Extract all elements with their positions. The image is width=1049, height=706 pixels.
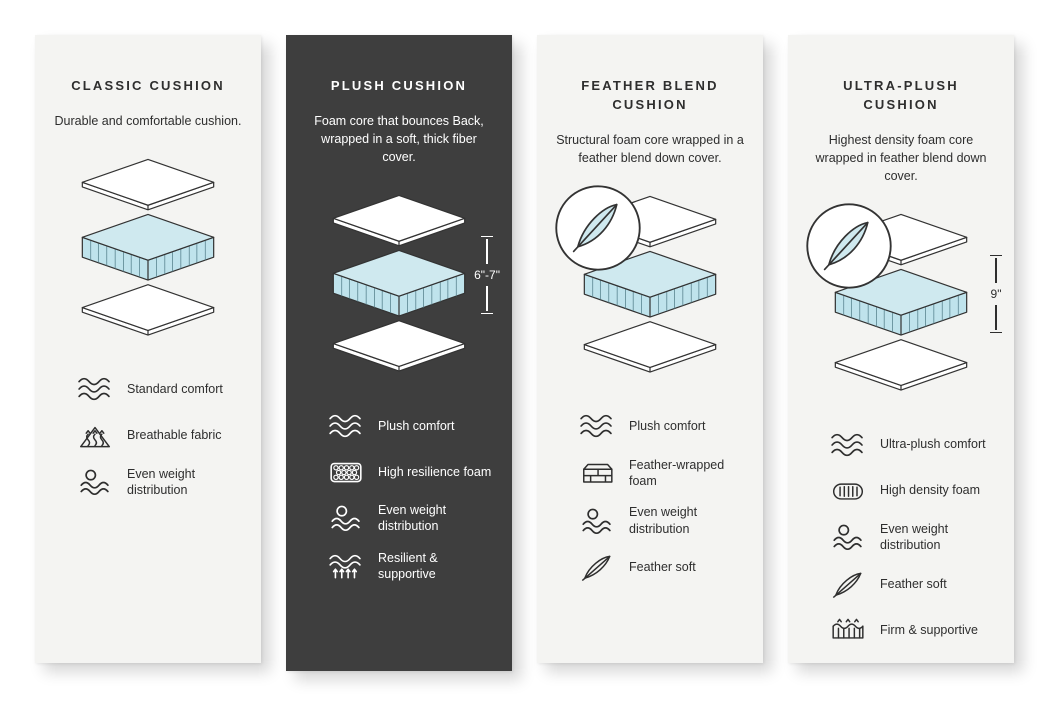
feature-row: Ultra-plush comfort <box>830 429 998 460</box>
feature-row: Plush comfort <box>328 410 496 441</box>
feature-label: Even weight distribution <box>629 505 698 536</box>
waves-icon <box>579 411 615 441</box>
feature-row: Standard comfort <box>77 374 245 405</box>
feature-row: Breathable fabric <box>77 420 245 451</box>
feather-icon <box>579 552 615 582</box>
even-weight-icon <box>830 522 866 552</box>
height-dimension: 6"-7" <box>474 236 500 315</box>
cushion-stack-illustration: 9" <box>813 211 1002 413</box>
dimension-line <box>486 286 488 312</box>
feather-badge-icon <box>804 201 894 291</box>
dimension-cap <box>990 255 1002 257</box>
feature-label: Feather soft <box>880 576 947 591</box>
feature-list: Plush comfort Feather-wrapped foam Even … <box>553 411 747 583</box>
even-weight-icon <box>328 503 364 533</box>
feature-label: Plush comfort <box>378 418 455 433</box>
dimension-line <box>995 258 997 284</box>
feature-label: Standard comfort <box>127 382 223 397</box>
card-title: FEATHER BLEND CUSHION <box>581 78 719 112</box>
feature-row: Feather-wrapped foam <box>579 457 747 490</box>
waves-icon <box>830 430 866 460</box>
cushion-stack-illustration <box>60 156 236 358</box>
card-description: Foam core that bounces Back, wrapped in … <box>314 113 484 165</box>
feature-row: Even weight distribution <box>328 502 496 535</box>
card-feather-blend-cushion: FEATHER BLEND CUSHION Structural foam co… <box>537 35 763 663</box>
feature-row: High density foam <box>830 475 998 506</box>
feature-label: Breathable fabric <box>127 428 222 443</box>
card-description: Highest density foam core wrapped in fea… <box>815 132 987 183</box>
dimension-line <box>995 305 997 331</box>
high-density-foam-icon <box>830 476 866 506</box>
cushion-stack-illustration <box>562 193 738 395</box>
feature-label: Firm & supportive <box>880 622 978 637</box>
feature-label: Even weight distribution <box>378 503 447 534</box>
even-weight-icon <box>77 467 113 497</box>
feather-icon <box>830 569 866 599</box>
resilient-icon <box>328 551 364 581</box>
feature-list: Plush comfort High resilience foam Even … <box>302 410 496 582</box>
layered-cushion-icon <box>315 192 483 376</box>
waves-icon <box>77 374 113 404</box>
dimension-label: 9" <box>990 287 1002 302</box>
height-dimension: 9" <box>990 255 1002 334</box>
feature-list: Ultra-plush comfort High density foam Ev… <box>804 429 998 646</box>
dimension-line <box>486 239 488 265</box>
cushion-stack-illustration: 6"-7" <box>311 192 500 394</box>
dimension-cap <box>481 236 494 238</box>
layered-cushion-icon <box>64 156 232 340</box>
card-classic-cushion: CLASSIC CUSHION Durable and comfortable … <box>35 35 261 663</box>
feature-label: Even weight distribution <box>880 522 949 553</box>
card-title: PLUSH CUSHION <box>330 78 468 93</box>
even-weight-icon <box>579 506 615 536</box>
dimension-label: 6"-7" <box>474 268 500 283</box>
card-description: Structural foam core wrapped in a feathe… <box>556 132 744 165</box>
card-title: ULTRA-PLUSH CUSHION <box>843 78 959 112</box>
feather-foam-icon <box>579 458 615 488</box>
feature-row: Feather soft <box>579 552 747 583</box>
card-description: Durable and comfortable cushion. <box>54 113 242 128</box>
dimension-cap <box>990 332 1002 334</box>
feature-label: Feather-wrapped foam <box>629 457 725 489</box>
feature-label: High resilience foam <box>378 464 492 479</box>
feature-label: Plush comfort <box>629 419 706 434</box>
feature-label: Resilient & supportive <box>378 550 438 581</box>
feature-label: High density foam <box>880 483 981 498</box>
feature-label: Feather soft <box>629 560 696 575</box>
feature-row: Even weight distribution <box>579 504 747 537</box>
feather-badge-icon <box>553 183 643 273</box>
feature-row: Even weight distribution <box>830 521 998 554</box>
dimension-cap <box>481 313 494 315</box>
waves-icon <box>328 411 364 441</box>
firm-supportive-icon <box>830 615 866 645</box>
feature-row: Resilient & supportive <box>328 550 496 583</box>
feature-label: Even weight distribution <box>127 466 196 498</box>
card-ultra-plush-cushion: ULTRA-PLUSH CUSHION Highest density foam… <box>788 35 1014 663</box>
feature-row: Firm & supportive <box>830 615 998 646</box>
breathable-icon <box>77 420 113 450</box>
feature-list: Standard comfort Breathable fabric Even … <box>51 374 245 499</box>
feature-row: Plush comfort <box>579 411 747 442</box>
card-title: CLASSIC CUSHION <box>71 78 225 93</box>
feature-row: Even weight distribution <box>77 466 245 499</box>
feature-row: High resilience foam <box>328 456 496 487</box>
foam-cells-icon <box>328 457 364 487</box>
feature-label: Ultra-plush comfort <box>880 437 986 452</box>
feature-row: Feather soft <box>830 569 998 600</box>
card-plush-cushion: PLUSH CUSHION Foam core that bounces Bac… <box>286 35 512 671</box>
